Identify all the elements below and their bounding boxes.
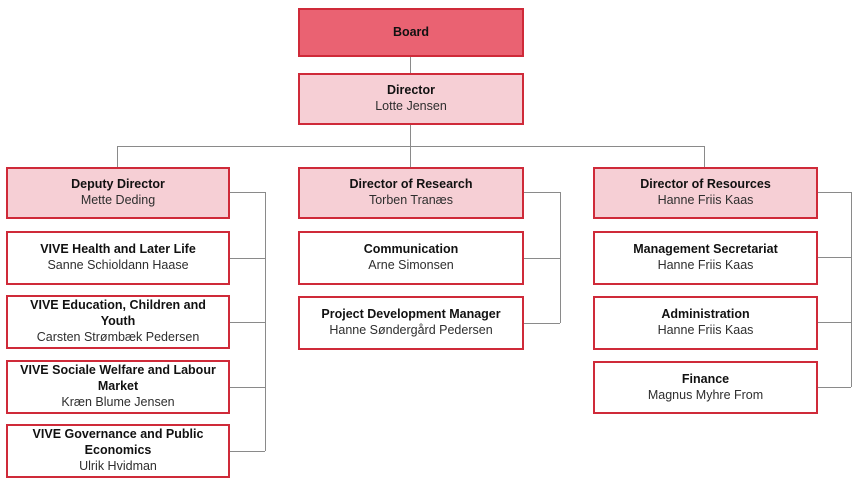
connector-line xyxy=(230,387,265,388)
connector-line xyxy=(410,146,411,167)
connector-line xyxy=(410,125,411,146)
connector-line xyxy=(410,57,411,73)
node-title: Director of Resources xyxy=(640,177,771,192)
node-name: Hanne Friis Kaas xyxy=(657,323,754,337)
node-title: VIVE Sociale Welfare and Labour Market xyxy=(20,363,216,394)
connector-line xyxy=(117,146,705,147)
connector-line xyxy=(230,192,265,193)
connector-line xyxy=(265,192,266,451)
node-name: Sanne Schioldann Haase xyxy=(47,258,189,272)
connector-line xyxy=(524,192,560,193)
connector-line xyxy=(818,257,851,258)
org-node-project-development-manager: Project Development Manager Hanne Sønder… xyxy=(298,296,524,350)
connector-line xyxy=(851,192,852,387)
node-title: VIVE Education, Children and Youth xyxy=(30,298,206,329)
connector-line xyxy=(818,387,851,388)
connector-line xyxy=(230,258,265,259)
node-title: Management Secretariat xyxy=(633,242,778,257)
node-title: Administration xyxy=(661,307,750,322)
connector-line xyxy=(818,322,851,323)
org-node-vive-education: VIVE Education, Children and Youth Carst… xyxy=(6,295,230,349)
org-node-director: Director Lotte Jensen xyxy=(298,73,524,125)
connector-line xyxy=(117,146,118,167)
org-node-vive-governance: VIVE Governance and Public Economics Ulr… xyxy=(6,424,230,478)
node-name: Kræn Blume Jensen xyxy=(61,394,175,409)
connector-line xyxy=(704,146,705,167)
org-node-vive-health: VIVE Health and Later Life Sanne Schiold… xyxy=(6,231,230,285)
connector-line xyxy=(524,323,560,324)
org-node-board: Board xyxy=(298,8,524,57)
node-name: Mette Deding xyxy=(80,193,156,207)
node-title: Director xyxy=(387,83,435,98)
org-node-communication: Communication Arne Simonsen xyxy=(298,231,524,285)
node-name: Hanne Friis Kaas xyxy=(657,193,754,207)
node-title: VIVE Health and Later Life xyxy=(40,242,196,257)
node-title: Project Development Manager xyxy=(321,307,501,322)
org-node-finance: Finance Magnus Myhre From xyxy=(593,361,818,414)
org-node-vive-social-welfare: VIVE Sociale Welfare and Labour Market K… xyxy=(6,360,230,414)
node-name: Arne Simonsen xyxy=(368,258,454,272)
node-name: Hanne Søndergård Pedersen xyxy=(329,323,493,337)
node-title: VIVE Governance and Public Economics xyxy=(32,427,204,458)
node-title: Communication xyxy=(363,242,459,257)
node-name: Hanne Friis Kaas xyxy=(657,258,754,272)
org-node-director-of-resources: Director of Resources Hanne Friis Kaas xyxy=(593,167,818,219)
connector-line xyxy=(524,258,560,259)
connector-line xyxy=(818,192,851,193)
org-node-deputy-director: Deputy Director Mette Deding xyxy=(6,167,230,219)
node-name: Carsten Strømbæk Pedersen xyxy=(36,329,200,344)
node-title: Director of Research xyxy=(349,177,473,192)
node-title: Board xyxy=(392,24,430,39)
connector-line xyxy=(230,322,265,323)
connector-line xyxy=(230,451,265,452)
node-title: Finance xyxy=(681,371,730,386)
node-name: Ulrik Hvidman xyxy=(79,458,157,473)
node-name: Torben Tranæs xyxy=(368,193,454,207)
org-node-management-secretariat: Management Secretariat Hanne Friis Kaas xyxy=(593,231,818,285)
node-title: Deputy Director xyxy=(71,177,165,192)
node-name: Magnus Myhre From xyxy=(647,387,764,402)
node-name: Lotte Jensen xyxy=(375,99,447,113)
org-node-director-of-research: Director of Research Torben Tranæs xyxy=(298,167,524,219)
org-node-administration: Administration Hanne Friis Kaas xyxy=(593,296,818,350)
connector-line xyxy=(560,192,561,323)
